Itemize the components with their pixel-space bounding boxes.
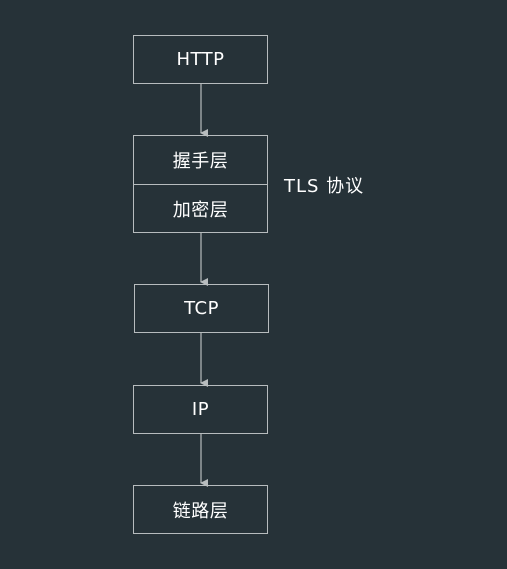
layer-encryption-label: 加密层 [172, 199, 229, 221]
layer-tcp-label: TCP [184, 298, 219, 319]
layer-encryption: 加密层 [133, 184, 268, 233]
layer-handshake-label: 握手层 [172, 151, 229, 172]
layer-http: HTTP [133, 35, 268, 84]
layer-http-label: HTTP [176, 49, 225, 70]
layer-ip-label: IP [191, 399, 210, 420]
tls-protocol-label: TLS 协议 [284, 176, 365, 197]
layer-link-label: 链路层 [172, 500, 229, 522]
